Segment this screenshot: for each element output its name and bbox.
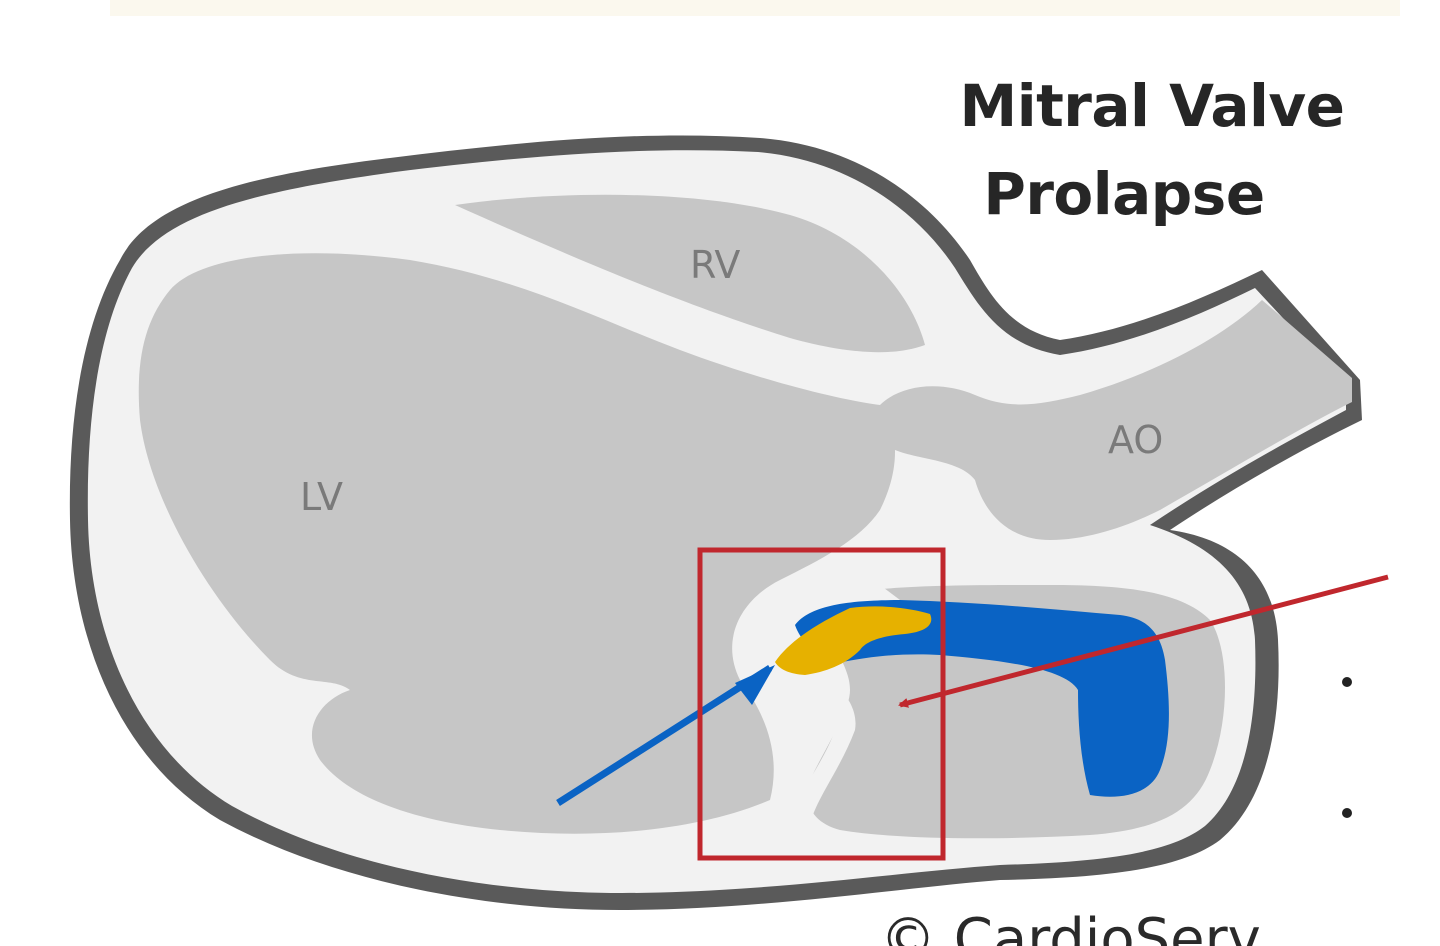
- prolapsed-leaflet: [775, 606, 932, 675]
- blue-flow-arrow: [556, 665, 772, 806]
- right-ventricle-chamber: [455, 194, 925, 353]
- label-lv: LV: [300, 475, 343, 519]
- pointer-arrow: [898, 574, 1389, 708]
- title-line-1: Mitral Valve: [959, 72, 1345, 140]
- blue-arrow-head: [735, 665, 775, 705]
- title-line-2: Prolapse: [983, 160, 1265, 228]
- regurgitation-jet: [795, 600, 1169, 797]
- label-rv: RV: [690, 243, 740, 287]
- aortic-root: [875, 300, 1352, 540]
- copyright-text: © CardioServ: [880, 907, 1261, 946]
- bullet-dot: [1342, 808, 1352, 818]
- label-ao: AO: [1108, 418, 1163, 462]
- top-strip: [110, 0, 1400, 16]
- bullet-dot: [1342, 677, 1352, 687]
- highlight-box: [697, 547, 946, 861]
- left-ventricle-chamber: [138, 253, 895, 834]
